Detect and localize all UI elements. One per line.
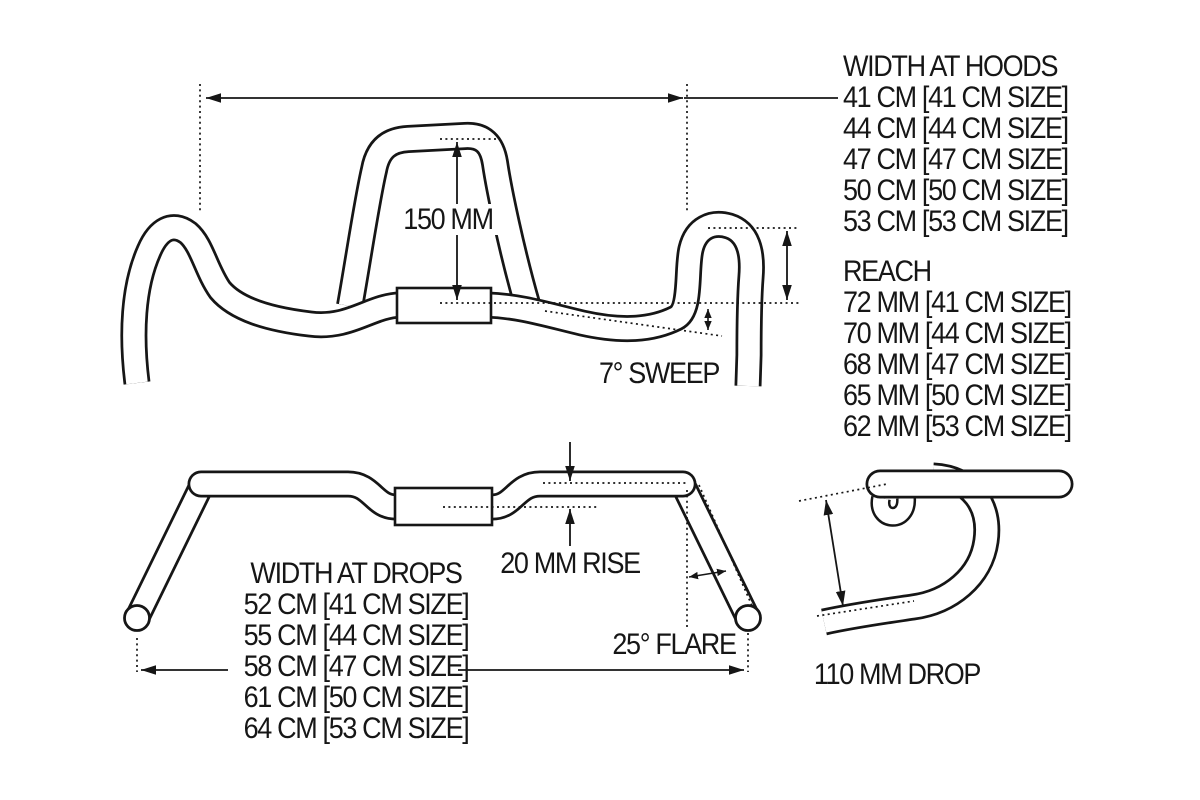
- top-view-loop-fill: [338, 124, 538, 308]
- hoods-spec-title: WIDTH AT HOODS: [843, 50, 1058, 83]
- hoods-spec-row: 47 CM [47 CM SIZE]: [843, 143, 1069, 176]
- front-view-left-drop-fill: [127, 484, 210, 623]
- top-view-clamp-section: [395, 286, 493, 325]
- sweep-label: 7° SWEEP: [598, 357, 720, 390]
- hoods-spec-row: 50 CM [50 CM SIZE]: [843, 174, 1069, 207]
- drop-upper-dotted: [798, 483, 888, 502]
- drop-arrow: [823, 499, 846, 607]
- dimension-lines: [136, 84, 915, 675]
- front-view-left-bar-end: [123, 604, 151, 632]
- side-view-drawing: [821, 462, 1074, 636]
- flare-diagonal-dotted: [698, 484, 754, 609]
- drops-spec-row: 64 CM [53 CM SIZE]: [243, 712, 470, 745]
- reach-spec-row: 62 MM [53 CM SIZE]: [843, 410, 1072, 443]
- reach-spec-row: 68 MM [47 CM SIZE]: [843, 348, 1072, 381]
- flare-arrow: [688, 568, 727, 580]
- drops-spec-row: 61 CM [50 CM SIZE]: [243, 681, 470, 714]
- hoods-spec-row: 44 CM [44 CM SIZE]: [843, 112, 1069, 145]
- top-view-drawing: [120, 121, 765, 387]
- reach-spec-title: REACH: [843, 255, 932, 288]
- drops-spec-row: 52 CM [41 CM SIZE]: [243, 588, 470, 621]
- hoods-spec-row: 41 CM [41 CM SIZE]: [843, 81, 1069, 114]
- drop-lower-dotted: [816, 600, 915, 617]
- drop-label: 110 MM DROP: [813, 658, 982, 691]
- top-view-bar-fill: [123, 213, 763, 387]
- loop-depth-label: 150 MM: [394, 204, 502, 235]
- hoods-spec-list: WIDTH AT HOODS 41 CM [41 CM SIZE] 44 CM …: [843, 50, 1069, 238]
- drops-spec-list: WIDTH AT DROPS 52 CM [41 CM SIZE] 55 CM …: [243, 557, 470, 745]
- reach-spec-list: REACH 72 MM [41 CM SIZE] 70 MM [44 CM SI…: [843, 255, 1072, 443]
- front-view-right-drop-fill: [675, 484, 758, 623]
- rise-label: 20 MM RISE: [500, 547, 641, 580]
- reach-spec-row: 72 MM [41 CM SIZE]: [843, 286, 1072, 319]
- flare-label: 25° FLARE: [612, 628, 737, 661]
- drops-spec-row: 55 CM [44 CM SIZE]: [243, 619, 470, 652]
- drops-spec-row: 58 CM [47 CM SIZE]: [243, 650, 470, 683]
- side-view-loop-bump-fill: [873, 496, 914, 525]
- reach-spec-row: 70 MM [44 CM SIZE]: [843, 317, 1072, 350]
- hoods-spec-row: 53 CM [53 CM SIZE]: [843, 205, 1069, 238]
- reach-spec-row: 65 MM [50 CM SIZE]: [843, 379, 1072, 412]
- drops-spec-title: WIDTH AT DROPS: [250, 557, 462, 590]
- front-view-right-bar-end: [734, 604, 762, 632]
